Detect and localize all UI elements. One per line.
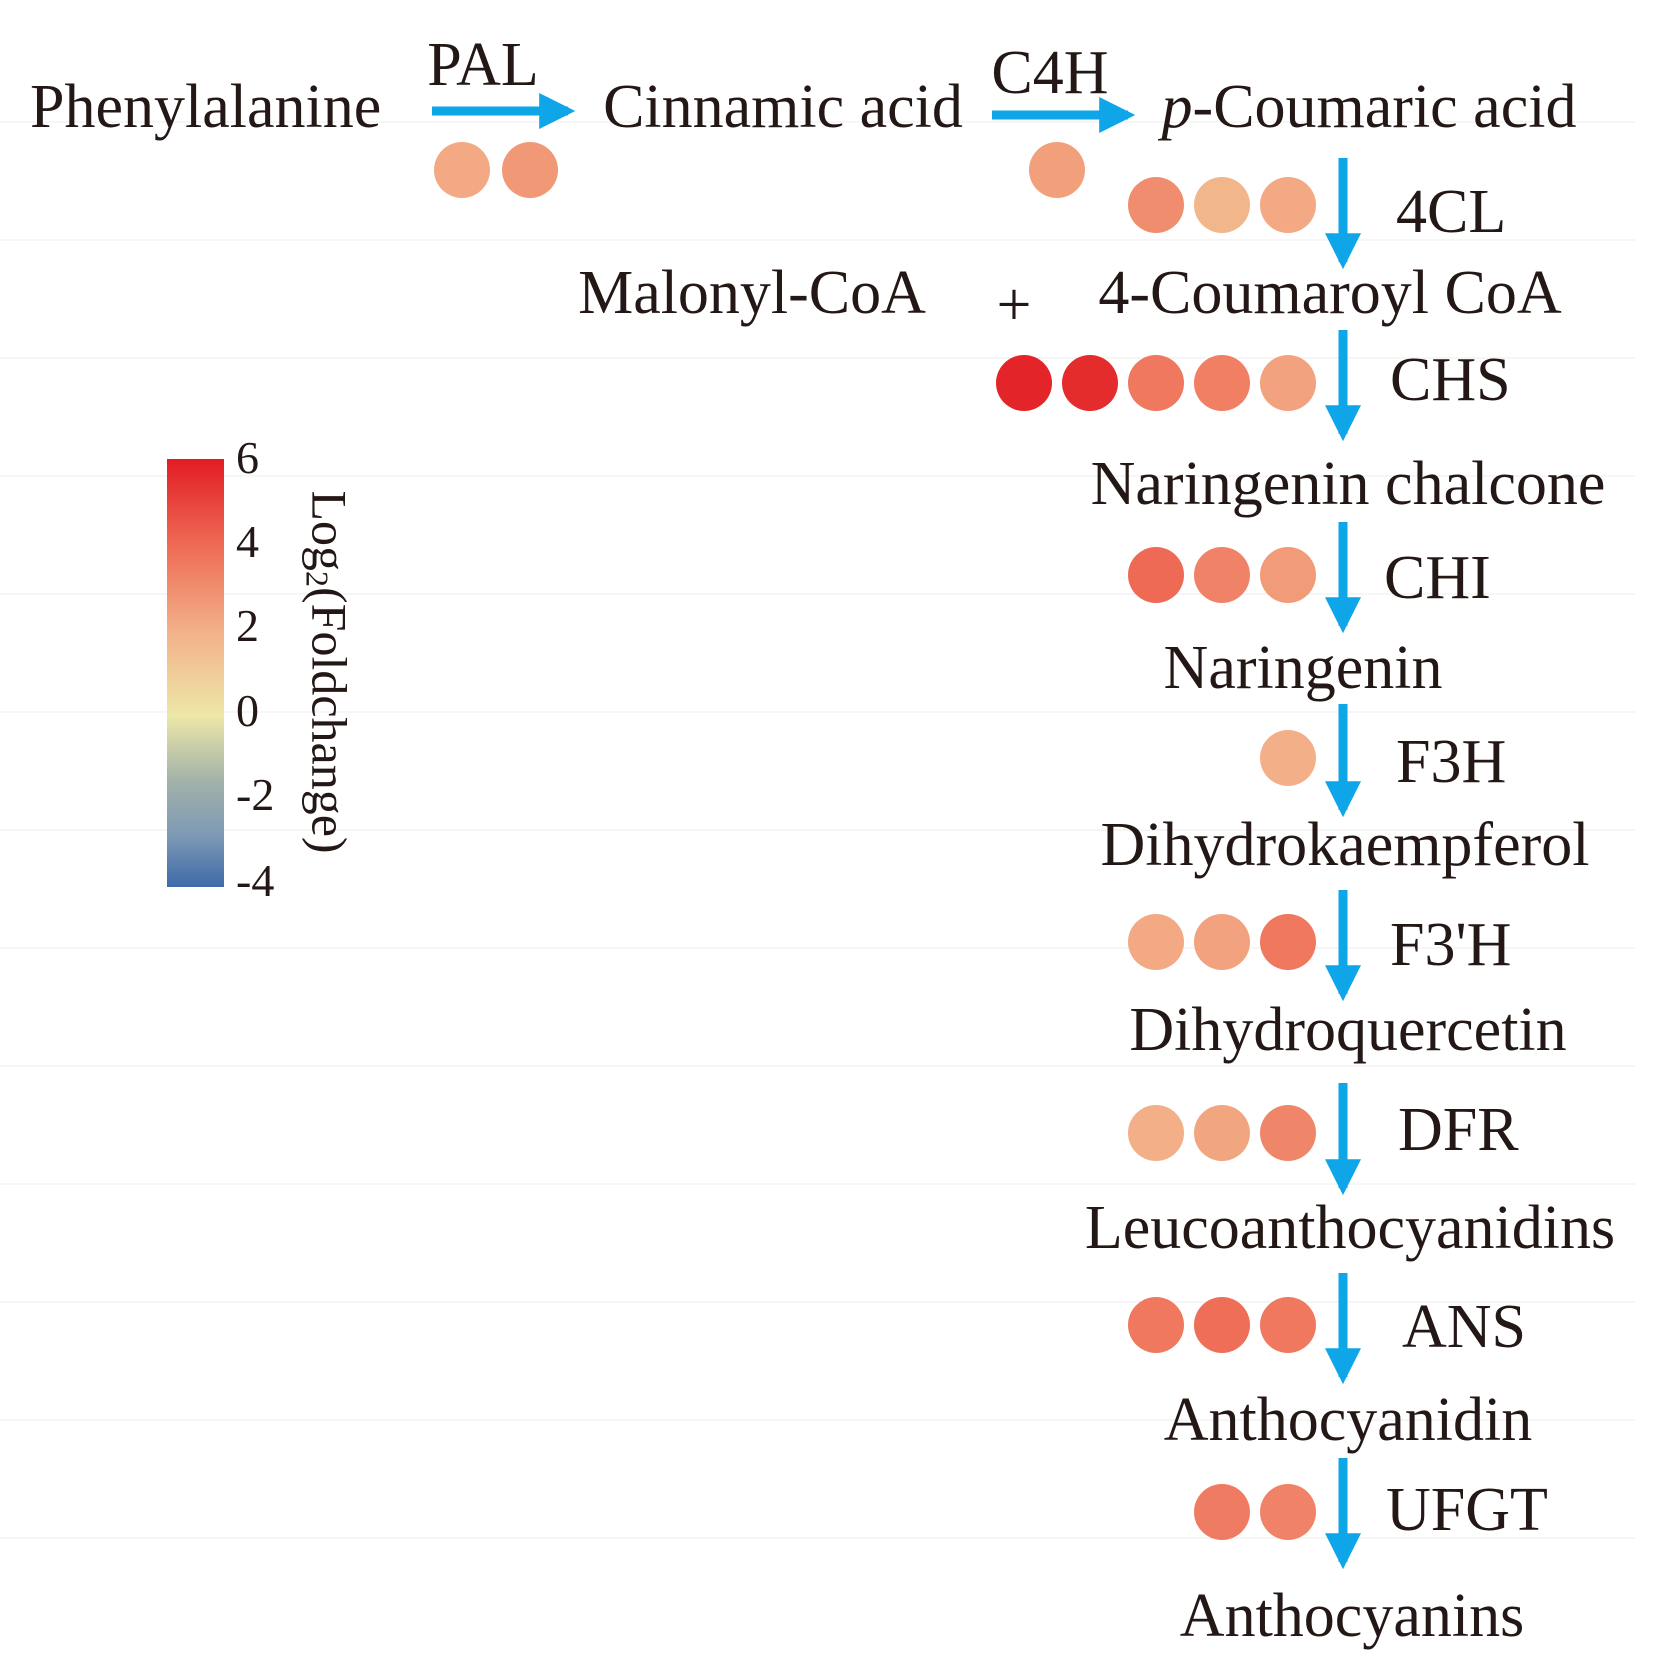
expression-dot-cl4 — [1128, 177, 1184, 233]
expression-dot-f3h — [1260, 730, 1316, 786]
plus-sign: + — [996, 271, 1032, 339]
expression-dot-f3ph — [1128, 914, 1184, 970]
enzyme-dfr: DFR — [1398, 1096, 1519, 1164]
compound-p-coumaric-acid: p-Coumaric acid — [1162, 76, 1577, 138]
expression-dot-chs — [1194, 355, 1250, 411]
colorbar-tick: 4 — [236, 516, 259, 567]
compound-naringenin-chalcone: Naringenin chalcone — [1090, 450, 1606, 518]
colorbar — [167, 459, 224, 887]
expression-dot-ufgt — [1194, 1484, 1250, 1540]
compound-leucoanthocyanidins: Leucoanthocyanidins — [1084, 1194, 1616, 1262]
expression-dot-dfr — [1128, 1105, 1184, 1161]
colorbar-tick: 0 — [236, 685, 259, 736]
colorbar-title: Log2(Foldchange) — [299, 490, 358, 854]
expression-dot-dfr — [1194, 1105, 1250, 1161]
expression-dot-chi — [1194, 547, 1250, 603]
expression-dot-ans — [1194, 1297, 1250, 1353]
colorbar-title-sub: 2 — [299, 570, 336, 587]
expression-dot-cl4 — [1194, 177, 1250, 233]
compound-dihydrokaempferol: Dihydrokaempferol — [1100, 811, 1590, 879]
enzyme-c4h: C4H — [991, 39, 1109, 107]
background-gridlines — [0, 121, 1635, 1539]
expression-dot-chs — [1062, 355, 1118, 411]
colorbar-tick: 2 — [236, 600, 259, 651]
compound-anthocyanins: Anthocyanins — [1179, 1582, 1525, 1650]
colorbar-title-main: Log — [301, 490, 358, 571]
colorbar-tick: -2 — [236, 769, 275, 820]
expression-dot-pal — [434, 142, 490, 198]
compound-name-rest: -Coumaric acid — [1192, 73, 1577, 141]
expression-dot-c4h — [1029, 142, 1085, 198]
enzyme-4cl: 4CL — [1396, 178, 1507, 246]
pathway-arrows — [432, 93, 1361, 1570]
enzyme-chs: CHS — [1390, 346, 1511, 414]
compound-phenylalanine: Phenylalanine — [30, 73, 382, 141]
expression-dot-f3ph — [1194, 914, 1250, 970]
compound-naringenin: Naringenin — [1163, 634, 1443, 702]
expression-dot-chs — [996, 355, 1052, 411]
expression-dot-f3ph — [1260, 914, 1316, 970]
compound-cinnamic-acid: Cinnamic acid — [603, 73, 963, 141]
colorbar-tick: -4 — [236, 855, 275, 906]
expression-dot-ans — [1128, 1297, 1184, 1353]
expression-dot-chs — [1260, 355, 1316, 411]
expression-dot-chs — [1128, 355, 1184, 411]
enzyme-f3h: F3H — [1396, 728, 1507, 796]
expression-dot-ans — [1260, 1297, 1316, 1353]
compound-4-coumaroyl-coa: 4-Coumaroyl CoA — [1098, 259, 1562, 327]
expression-dot-chi — [1128, 547, 1184, 603]
compound-dihydroquercetin: Dihydroquercetin — [1129, 996, 1567, 1064]
enzyme-pal: PAL — [427, 31, 539, 99]
colorbar-title-rest: (Foldchange) — [301, 586, 358, 854]
compound-malonyl-coa: Malonyl-CoA — [578, 259, 926, 327]
expression-dot-pal — [502, 142, 558, 198]
enzyme-f3prime-h: F3'H — [1390, 911, 1512, 979]
colorbar-tick: 6 — [236, 432, 259, 483]
compound-anthocyanidin: Anthocyanidin — [1163, 1386, 1533, 1454]
enzyme-ans: ANS — [1402, 1293, 1527, 1361]
expression-dot-ufgt — [1260, 1484, 1316, 1540]
expression-dot-cl4 — [1260, 177, 1316, 233]
enzyme-chi: CHI — [1384, 544, 1491, 612]
italic-prefix: p — [1161, 73, 1193, 141]
expression-dots — [434, 142, 1316, 1540]
expression-dot-dfr — [1260, 1105, 1316, 1161]
expression-dot-chi — [1260, 547, 1316, 603]
enzyme-ufgt: UFGT — [1386, 1476, 1548, 1544]
